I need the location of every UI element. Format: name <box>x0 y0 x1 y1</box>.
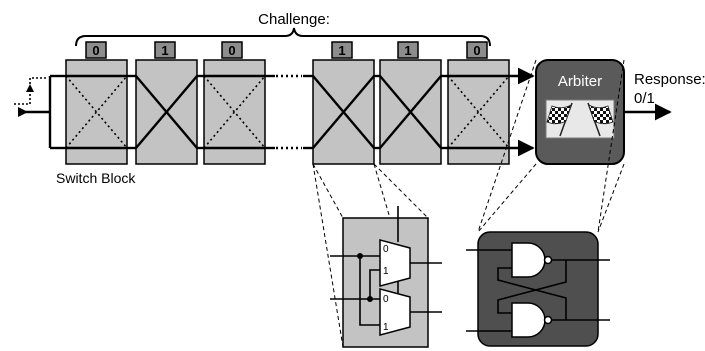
switch-block-4 <box>379 59 442 165</box>
challenge-bit-value: 1 <box>161 43 168 58</box>
input-arrow-icon <box>18 107 28 117</box>
nand-gate-bottom <box>511 302 553 338</box>
arbiter-detail <box>466 231 610 347</box>
bottom-multiplexer: 0 1 <box>379 288 411 336</box>
switch-block-0 <box>65 59 128 165</box>
switch-block-3 <box>312 59 375 165</box>
arbiter-block: Arbiter <box>535 59 625 165</box>
arbiter-label: Arbiter <box>558 73 602 90</box>
switch-block-5 <box>447 59 510 165</box>
response-value: 0/1 <box>634 90 655 107</box>
challenge-bit-3: 1 <box>331 41 353 59</box>
challenge-bit-value: 0 <box>473 43 480 58</box>
chain-ellipsis <box>276 74 302 150</box>
switch-block-2 <box>203 59 266 165</box>
challenge-bit-value: 0 <box>228 43 235 58</box>
challenge-label: Challenge: <box>258 11 330 28</box>
switch-detail: 0 1 0 1 <box>330 206 442 348</box>
challenge-bit-value: 0 <box>92 43 99 58</box>
mux-input-label: 1 <box>383 266 389 277</box>
challenge-bit-1: 1 <box>154 41 176 59</box>
challenge-bit-4: 1 <box>397 41 419 59</box>
mux-input-label: 1 <box>383 322 389 333</box>
checkered-flags-icon <box>545 99 615 139</box>
challenge-bit-value: 1 <box>338 43 345 58</box>
switch-zoom-lines <box>312 163 429 348</box>
challenge-bit-5: 0 <box>466 41 488 59</box>
challenge-brace <box>75 27 491 47</box>
switch-block-label: Switch Block <box>56 170 136 186</box>
arbiter-zoom-lines <box>477 59 625 233</box>
challenge-bit-2: 0 <box>221 41 243 59</box>
switch-block-1 <box>135 59 198 165</box>
challenge-bit-value: 1 <box>404 43 411 58</box>
challenge-bit-0: 0 <box>85 41 107 59</box>
trigger-arrow-icon <box>26 84 34 92</box>
mux-input-label: 0 <box>383 244 389 255</box>
response-label: Response: <box>634 71 705 88</box>
mux-input-label: 0 <box>383 294 389 305</box>
nand-gate-top <box>511 242 553 278</box>
top-multiplexer: 0 1 <box>379 239 411 287</box>
